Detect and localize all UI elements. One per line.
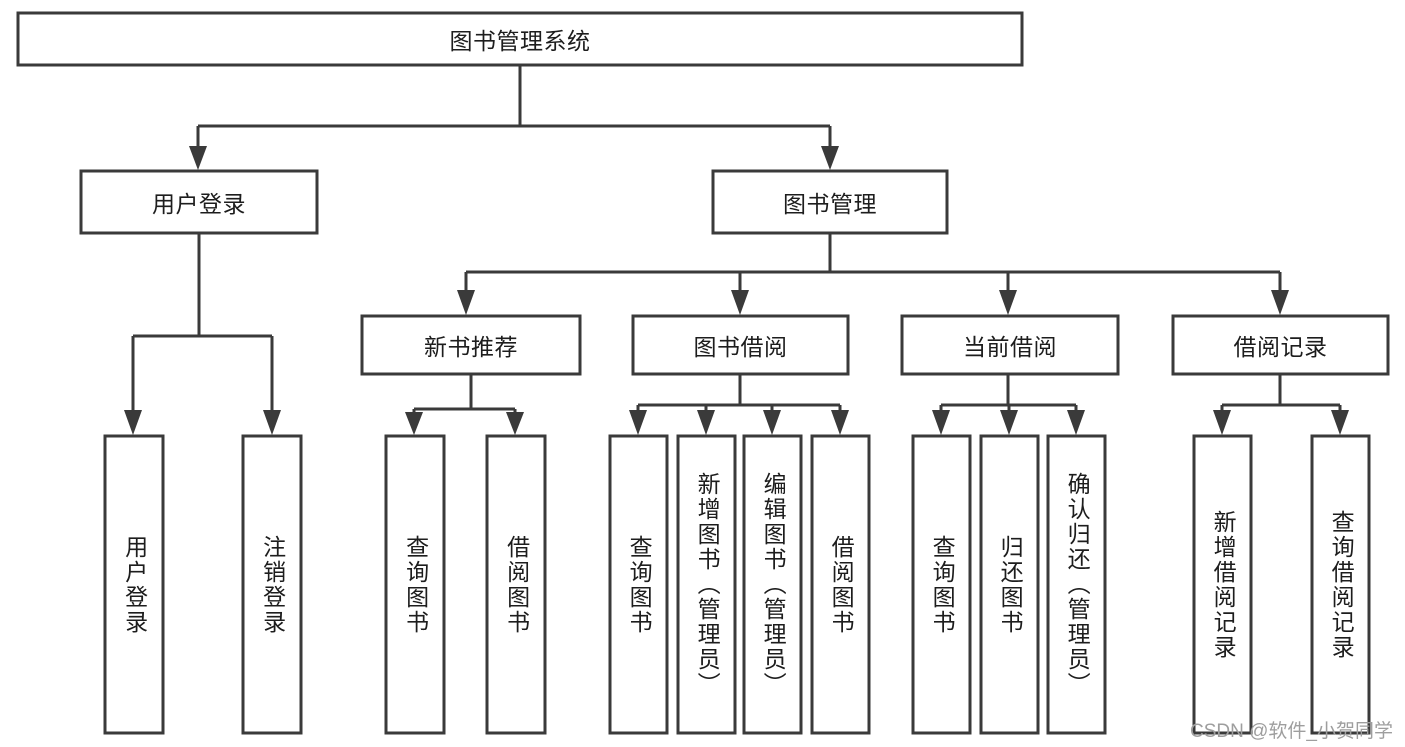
node-new-book-box[interactable] [360,314,582,376]
arrow-head-current-borrow [999,290,1017,315]
node-leaf-box[interactable] [103,434,165,735]
node-leaf-label: 编辑图书（管理员） [760,472,787,697]
node-borrow-record-label: 借阅记录 [1233,334,1328,360]
node-leaf-label: 新增借阅记录 [1210,509,1237,660]
node-new-book-label: 新书推荐 [424,334,518,360]
arrow-head-current-borrow-leaf3 [1067,410,1085,435]
node-leaf-box[interactable] [676,434,737,735]
node-leaf-box[interactable] [1310,434,1371,735]
node-user-login-label: 用户登录 [152,191,246,217]
node-root-box[interactable] [16,11,1024,67]
arrow-head-user-login-leaf1 [124,410,142,435]
node-leaf-label: 注销登录 [259,534,286,635]
arrow-head-book-borrow [731,290,749,315]
node-leaf-label: 确认归还（管理员） [1064,472,1091,697]
node-leaf-box[interactable] [1046,434,1107,735]
node-leaf-box[interactable] [979,434,1040,735]
node-book-borrow-label: 图书借阅 [693,334,788,360]
arrow-head-current-borrow-leaf1 [932,410,950,435]
arrow-head-borrow-record-leaf1 [1213,410,1231,435]
node-user-login-box[interactable] [79,169,319,235]
node-current-borrow-label: 当前借阅 [963,334,1057,360]
node-leaf-box[interactable] [384,434,446,735]
arrow-head-new-book [457,290,475,315]
node-leaf-box[interactable] [742,434,803,735]
node-leaf-label: 新增图书（管理员） [694,472,721,697]
node-leaf-label: 查询图书 [626,534,653,635]
arrow-head-user-login [189,146,207,170]
node-root-label: 图书管理系统 [449,28,591,54]
node-book-manage-label: 图书管理 [783,191,877,217]
arrow-head-book-borrow-leaf3 [763,410,781,435]
node-current-borrow-box[interactable] [900,314,1120,376]
node-leaf-label: 借阅图书 [828,534,855,635]
node-leaf-label: 归还图书 [997,534,1024,635]
node-leaf-label: 用户登录 [121,534,148,635]
watermark-text: CSDN @软件_小贺同学 [1190,721,1393,742]
node-book-borrow-box[interactable] [631,314,850,376]
node-leaf-label: 查询图书 [929,534,956,635]
arrow-head-book-borrow-leaf4 [831,410,849,435]
arrow-head-current-borrow-leaf2 [1000,410,1018,435]
node-leaf-label: 查询借阅记录 [1328,509,1355,660]
arrow-head-borrow-record [1271,290,1289,315]
node-leaf-box[interactable] [485,434,547,735]
node-leaf-label: 借阅图书 [503,534,530,635]
arrow-head-new-book-leaf2 [506,412,524,435]
node-leaf-box[interactable] [241,434,303,735]
arrow-head-new-book-leaf1 [405,412,423,435]
arrow-head-book-manage [821,146,839,170]
node-leaf-box[interactable] [1192,434,1253,735]
arrow-head-book-borrow-leaf1 [629,410,647,435]
arrow-head-book-borrow-leaf2 [697,410,715,435]
node-leaf-box[interactable] [608,434,669,735]
arrow-head-user-login-leaf2 [263,410,281,435]
node-leaf-box[interactable] [911,434,972,735]
arrow-head-borrow-record-leaf2 [1331,410,1349,435]
node-book-manage-box[interactable] [711,169,949,235]
node-leaf-label: 查询图书 [402,534,429,635]
node-leaf-box[interactable] [810,434,871,735]
